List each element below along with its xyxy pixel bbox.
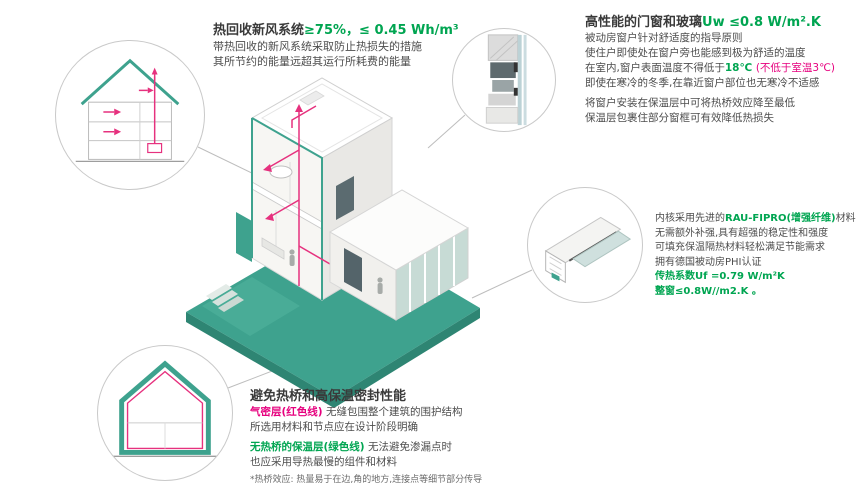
section-heat-recovery: 热回收新风系统≥75%，≤ 0.45 Wh/m³ 带热回收的新风系统采取防止热损… [213, 22, 459, 69]
thermal-line3: 无热桥的保温层(绿色线) 无法避免渗漏点时 [250, 440, 482, 455]
insulation-house-icon [105, 360, 225, 458]
thermal-footnote: *热桥效应: 热量易于在边,角的地方,连接点等细节部分传导 [250, 475, 483, 485]
heat-recovery-line1: 带热回收的新风系统采取防止热损失的措施 [213, 40, 422, 53]
profile-line1-post: 材料 [835, 213, 856, 224]
ventilation-house-icon [75, 58, 185, 162]
windows-line3: 在室内,窗户表面温度不得低于18℃ (不低于室温3℃) [585, 61, 835, 76]
thermal-line3-rest: 无法避免渗漏点时 [364, 441, 452, 453]
windows-line1: 被动房窗户针对舒适度的指导原则 [585, 32, 743, 44]
section-thermal-bridge: 避免热桥和高保温密封性能 气密层(红色线) 无缝包围整个建筑的围护结构 所选用材… [250, 388, 482, 487]
profile-line5: 传热系数Uf =0.79 W/m²K [655, 271, 785, 282]
callout-window-profile [527, 187, 643, 303]
thermal-line1: 气密层(红色线) 无缝包围整个建筑的围护结构 [250, 405, 482, 420]
callout-window-section [452, 28, 556, 132]
window-section-icon [485, 34, 527, 126]
thermal-line1-rest: 无缝包围整个建筑的围护结构 [322, 406, 463, 418]
callout-ventilation [55, 40, 205, 190]
profile-line1-pre: 内核采用先进的 [655, 213, 725, 224]
ventilation-ducts [263, 104, 331, 286]
windows-line5: 将窗户安装在保温层中可将热桥效应降至最低 [585, 97, 795, 109]
windows-line3-note: (不低于室温3℃) [755, 62, 835, 74]
profile-line1-material: RAU-FIPRO(增强纤维) [725, 213, 836, 224]
thermal-line1-airtight: 气密层(红色线) [250, 406, 323, 418]
heat-recovery-line2: 其所节约的能量远超其运行所耗费的能量 [213, 55, 411, 68]
window-profile-icon [544, 216, 632, 284]
windows-title: 高性能的门窗和玻璃Uw ≤0.8 W/m².K [585, 14, 835, 31]
section-frame-profile: 内核采用先进的RAU-FIPRO(增强纤维)材料 无需额外补强,具有超强的稳定性… [655, 212, 856, 299]
profile-line1: 内核采用先进的RAU-FIPRO(增强纤维)材料 [655, 212, 856, 227]
profile-line6: 整窗≤0.8W//m2.K 。 [655, 285, 762, 297]
profile-line4: 拥有德国被动房PHI认证 [655, 256, 762, 268]
heat-recovery-title-value: ≥75%，≤ 0.45 Wh/m³ [304, 23, 459, 38]
house-glass-wing [329, 189, 469, 321]
thermal-line4: 也应采用导热最慢的组件和材料 [250, 456, 397, 468]
windows-line3-pre: 在室内,窗户表面温度不得低于 [585, 62, 725, 74]
windows-line6: 保温层包裹住部分窗框可有效降低热损失 [585, 112, 774, 124]
windows-line4: 即使在寒冷的冬季,在靠近窗户部位也无寒冷不适感 [585, 77, 820, 89]
windows-line2: 使住户即使处在窗户旁也能感到极为舒适的温度 [585, 47, 806, 59]
thermal-bridge-title: 避免热桥和高保温密封性能 [250, 389, 407, 404]
windows-title-value: Uw ≤0.8 W/m².K [702, 15, 821, 30]
windows-line3-temp: 18℃ [724, 62, 756, 74]
windows-title-dark: 高性能的门窗和玻璃 [585, 15, 703, 30]
section-windows: 高性能的门窗和玻璃Uw ≤0.8 W/m².K 被动房窗户针对舒适度的指导原则 … [585, 14, 835, 126]
heat-recovery-title-dark: 热回收新风系统 [213, 23, 305, 38]
profile-line2: 无需额外补强,具有超强的稳定性和强度 [655, 227, 829, 239]
heat-recovery-title: 热回收新风系统≥75%，≤ 0.45 Wh/m³ [213, 22, 459, 39]
thermal-line3-insulation: 无热桥的保温层(绿色线) [250, 441, 365, 453]
thermal-line2: 所选用材料和节点应在设计阶段明确 [250, 421, 418, 433]
callout-insulation [97, 345, 233, 481]
profile-line3: 可填充保温隔热材料轻松满足节能需求 [655, 242, 825, 253]
people-figures [289, 249, 383, 294]
